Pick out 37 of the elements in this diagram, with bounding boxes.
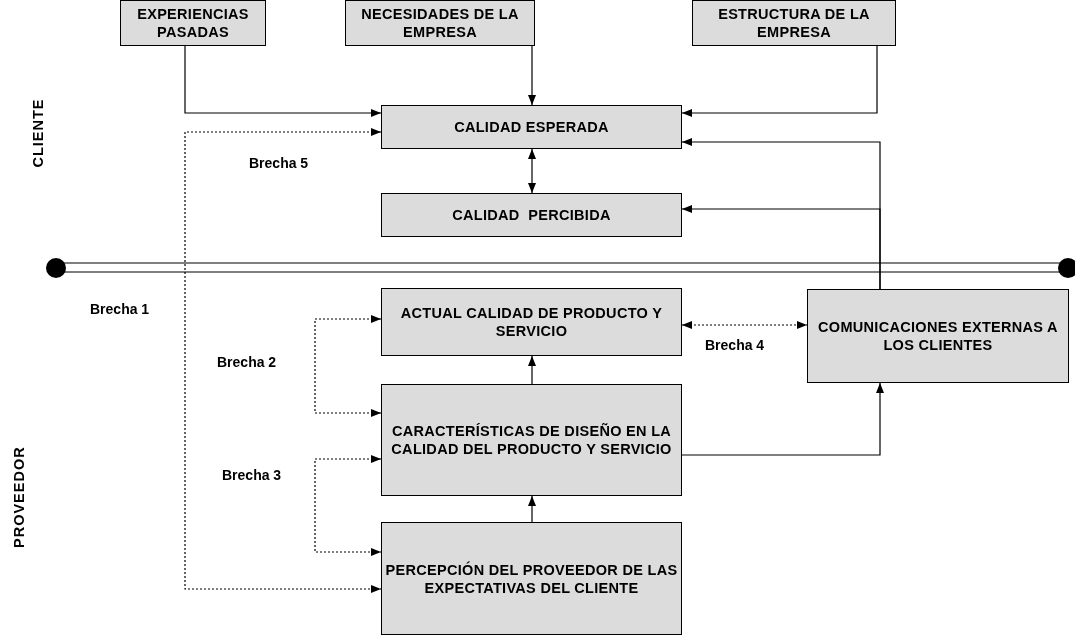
box-label: CARACTERÍSTICAS DE DISEÑO EN LA CALIDAD DEL PRODUCTO Y SERVICIO (390, 422, 673, 458)
gap-label: Brecha 1 (90, 301, 150, 317)
box-label: CALIDAD PERCIBIDA (452, 206, 611, 224)
section-label: CLIENTE (30, 97, 46, 170)
process-box (807, 289, 1069, 383)
process-box (381, 288, 682, 356)
arrow (184, 45, 382, 117)
arrow (528, 45, 536, 106)
dotted-arrow (314, 455, 382, 556)
box-label: NECESIDADES DE LA EMPRESA (360, 5, 520, 41)
process-box (692, 0, 896, 46)
box-label: ESTRUCTURA DE LA EMPRESA (717, 5, 871, 41)
process-box (381, 384, 682, 496)
dotted-arrow (681, 321, 808, 329)
arrow (528, 355, 536, 385)
arrow (681, 382, 884, 456)
section-label: PROVEEDOR (11, 448, 27, 548)
dotted-arrow (184, 128, 382, 593)
box-label: ACTUAL CALIDAD DE PRODUCTO Y SERVICIO (399, 304, 664, 340)
process-box (120, 0, 266, 46)
arrow (528, 495, 536, 523)
gap-label: Brecha 2 (217, 354, 277, 370)
gap-label: Brecha 5 (249, 155, 309, 171)
box-label: COMUNICACIONES EXTERNAS A LOS CLIENTES (817, 318, 1059, 354)
box-label: EXPERIENCIAS PASADAS (136, 5, 250, 41)
process-box (345, 0, 535, 46)
gap-label: Brecha 3 (222, 467, 282, 483)
process-box (381, 522, 682, 635)
arrow (528, 148, 536, 194)
arrow (681, 45, 878, 117)
arrow (681, 205, 881, 290)
dotted-arrow (314, 315, 382, 417)
box-label: PERCEPCIÓN DEL PROVEEDOR DE LAS EXPECTATIVAS DEL CLIENTE (384, 560, 679, 597)
box-label: CALIDAD ESPERADA (454, 118, 609, 136)
edge-label: Brecha 4 (705, 337, 765, 353)
process-box (381, 105, 682, 149)
process-box (381, 193, 682, 237)
